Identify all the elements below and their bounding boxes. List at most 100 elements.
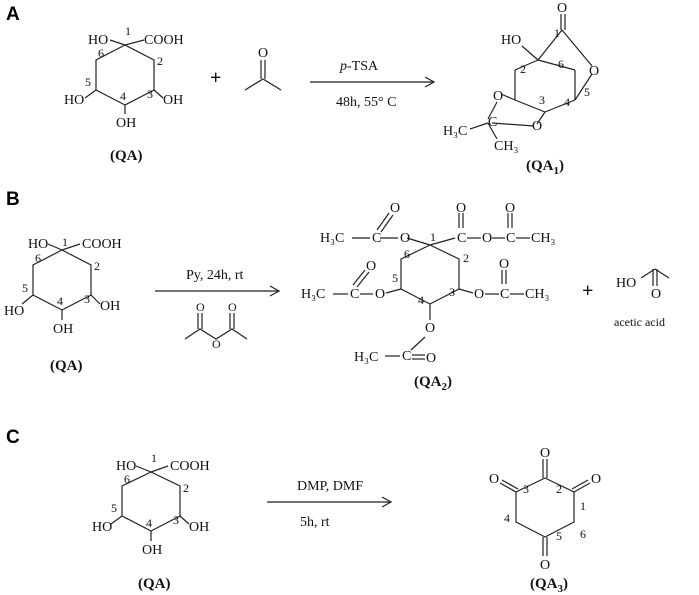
conditions-c: 5h, rt bbox=[300, 515, 330, 530]
ring-number: 2 bbox=[556, 482, 562, 496]
atom-o: O bbox=[493, 89, 503, 104]
atom-h3c: H₃C bbox=[320, 231, 344, 246]
ring-number: 2 bbox=[94, 259, 100, 273]
atom-o: O bbox=[196, 300, 205, 314]
atom-o: O bbox=[212, 337, 221, 351]
atom-oh: OH bbox=[189, 520, 209, 535]
reaction-arrow-c: DMP, DMF 5h, rt bbox=[267, 479, 393, 530]
ring-number: 6 bbox=[580, 527, 586, 541]
atom-o: O bbox=[474, 287, 484, 302]
reactant-label: (QA) bbox=[50, 358, 83, 374]
ring-number: 4 bbox=[564, 95, 570, 109]
atom-o: O bbox=[540, 558, 550, 573]
qa2-structure: O C O H₃C C O O C O CH₃ O bbox=[301, 201, 555, 366]
atom-c: C bbox=[372, 231, 381, 246]
atom-o: O bbox=[540, 446, 550, 461]
atom-o: O bbox=[505, 201, 515, 216]
acetic-anhydride-structure: O O O bbox=[184, 300, 248, 351]
ring-number: 5 bbox=[556, 529, 562, 543]
acetic-acid-structure: O HO bbox=[616, 268, 670, 302]
quinic-acid-structure-b: HO COOH HO OH OH 1 2 3 4 5 6 bbox=[4, 235, 122, 337]
atom-o: O bbox=[366, 259, 376, 274]
ring-number: 1 bbox=[580, 499, 586, 513]
ring-number: 6 bbox=[558, 57, 564, 71]
reaction-arrow-a: p-TSA 48h, 55° C bbox=[310, 59, 436, 110]
ring-number: 6 bbox=[124, 472, 130, 486]
atom-c: C bbox=[350, 287, 359, 302]
atom-cooh: COOH bbox=[170, 459, 210, 474]
atom-ho: HO bbox=[501, 33, 521, 48]
atom-oh: OH bbox=[53, 322, 73, 337]
ring-number: 2 bbox=[520, 62, 526, 76]
reactant-label: (QA) bbox=[110, 148, 143, 164]
ring-number: 5 bbox=[584, 85, 590, 99]
panel-b: B HO COOH HO OH OH 1 2 3 4 5 6 (QA) Py, … bbox=[4, 189, 670, 393]
ring-number: 5 bbox=[85, 75, 91, 89]
atom-ho: HO bbox=[64, 93, 84, 108]
atom-c: C bbox=[488, 115, 497, 130]
atom-o: O bbox=[426, 351, 436, 366]
atom-oh: OH bbox=[100, 299, 120, 314]
ring-number: 1 bbox=[430, 230, 436, 244]
reaction-arrow-b: Py, 24h, rt O O O bbox=[155, 268, 281, 351]
atom-h3c: H₃C bbox=[354, 350, 378, 365]
conditions-b: Py, 24h, rt bbox=[186, 268, 244, 283]
plus-sign: + bbox=[210, 67, 221, 89]
atom-o: O bbox=[591, 472, 601, 487]
ring-number: 3 bbox=[173, 513, 179, 527]
ring-number: 4 bbox=[57, 294, 63, 308]
atom-o: O bbox=[258, 46, 268, 61]
ring-number: 3 bbox=[147, 87, 153, 101]
atom-ho: HO bbox=[92, 520, 112, 535]
ring-number: 1 bbox=[554, 26, 560, 40]
atom-o: O bbox=[499, 257, 509, 272]
ring-number: 4 bbox=[120, 89, 126, 103]
ring-number: 5 bbox=[392, 271, 398, 285]
atom-o: O bbox=[589, 64, 599, 79]
panel-a: A HO COOH HO OH OH 1 2 3 4 5 6 (QA) + bbox=[6, 1, 599, 177]
atom-ch3: CH₃ bbox=[525, 287, 549, 302]
ring-number: 3 bbox=[449, 285, 455, 299]
atom-o: O bbox=[400, 231, 410, 246]
ring-number: 6 bbox=[404, 247, 410, 261]
atom-o: O bbox=[375, 287, 385, 302]
atom-c: C bbox=[500, 287, 509, 302]
atom-o: O bbox=[557, 1, 567, 16]
atom-h3c: H₃C bbox=[443, 124, 467, 139]
atom-h3c: H₃C bbox=[301, 287, 325, 302]
ring-number: 4 bbox=[146, 516, 152, 530]
ring-number: 5 bbox=[22, 281, 28, 295]
ring-number: 2 bbox=[183, 481, 189, 495]
atom-c: C bbox=[457, 231, 466, 246]
ring-number: 6 bbox=[35, 251, 41, 265]
qa3-structure: O O O O 2 3 1 4 5 6 bbox=[489, 446, 601, 573]
atom-oh: OH bbox=[116, 116, 136, 131]
atom-o: O bbox=[228, 300, 237, 314]
ring-number: 1 bbox=[151, 451, 157, 465]
reactant-label: (QA) bbox=[138, 576, 171, 592]
reagent-ptsa: p-TSA bbox=[339, 59, 379, 74]
atom-ho: HO bbox=[28, 237, 48, 252]
atom-ho: HO bbox=[4, 304, 24, 319]
panel-letter-c: C bbox=[6, 427, 20, 448]
plus-sign: + bbox=[582, 280, 593, 302]
ring-number: 3 bbox=[523, 482, 529, 496]
conditions-a: 48h, 55° C bbox=[336, 95, 396, 110]
acetic-acid-name: acetic acid bbox=[614, 315, 665, 329]
acetone-structure: O bbox=[244, 46, 282, 91]
quinic-acid-structure-c: HO COOH HO OH OH 1 2 3 4 5 6 bbox=[92, 451, 210, 558]
atom-ho: HO bbox=[88, 33, 108, 48]
atom-cooh: COOH bbox=[144, 33, 184, 48]
atom-ho: HO bbox=[116, 459, 136, 474]
ring-number: 2 bbox=[463, 251, 469, 265]
panel-letter-a: A bbox=[6, 4, 20, 25]
ring-number: 6 bbox=[98, 46, 104, 60]
atom-oh: OH bbox=[163, 93, 183, 108]
product-label-qa1: (QA1) bbox=[526, 158, 564, 177]
panel-c: C HO COOH HO OH OH 1 2 3 4 5 6 (QA) DMP,… bbox=[6, 427, 601, 595]
atom-cooh: COOH bbox=[82, 237, 122, 252]
atom-o: O bbox=[489, 472, 499, 487]
atom-ho: HO bbox=[616, 276, 636, 291]
product-label-qa3: (QA3) bbox=[530, 576, 568, 595]
